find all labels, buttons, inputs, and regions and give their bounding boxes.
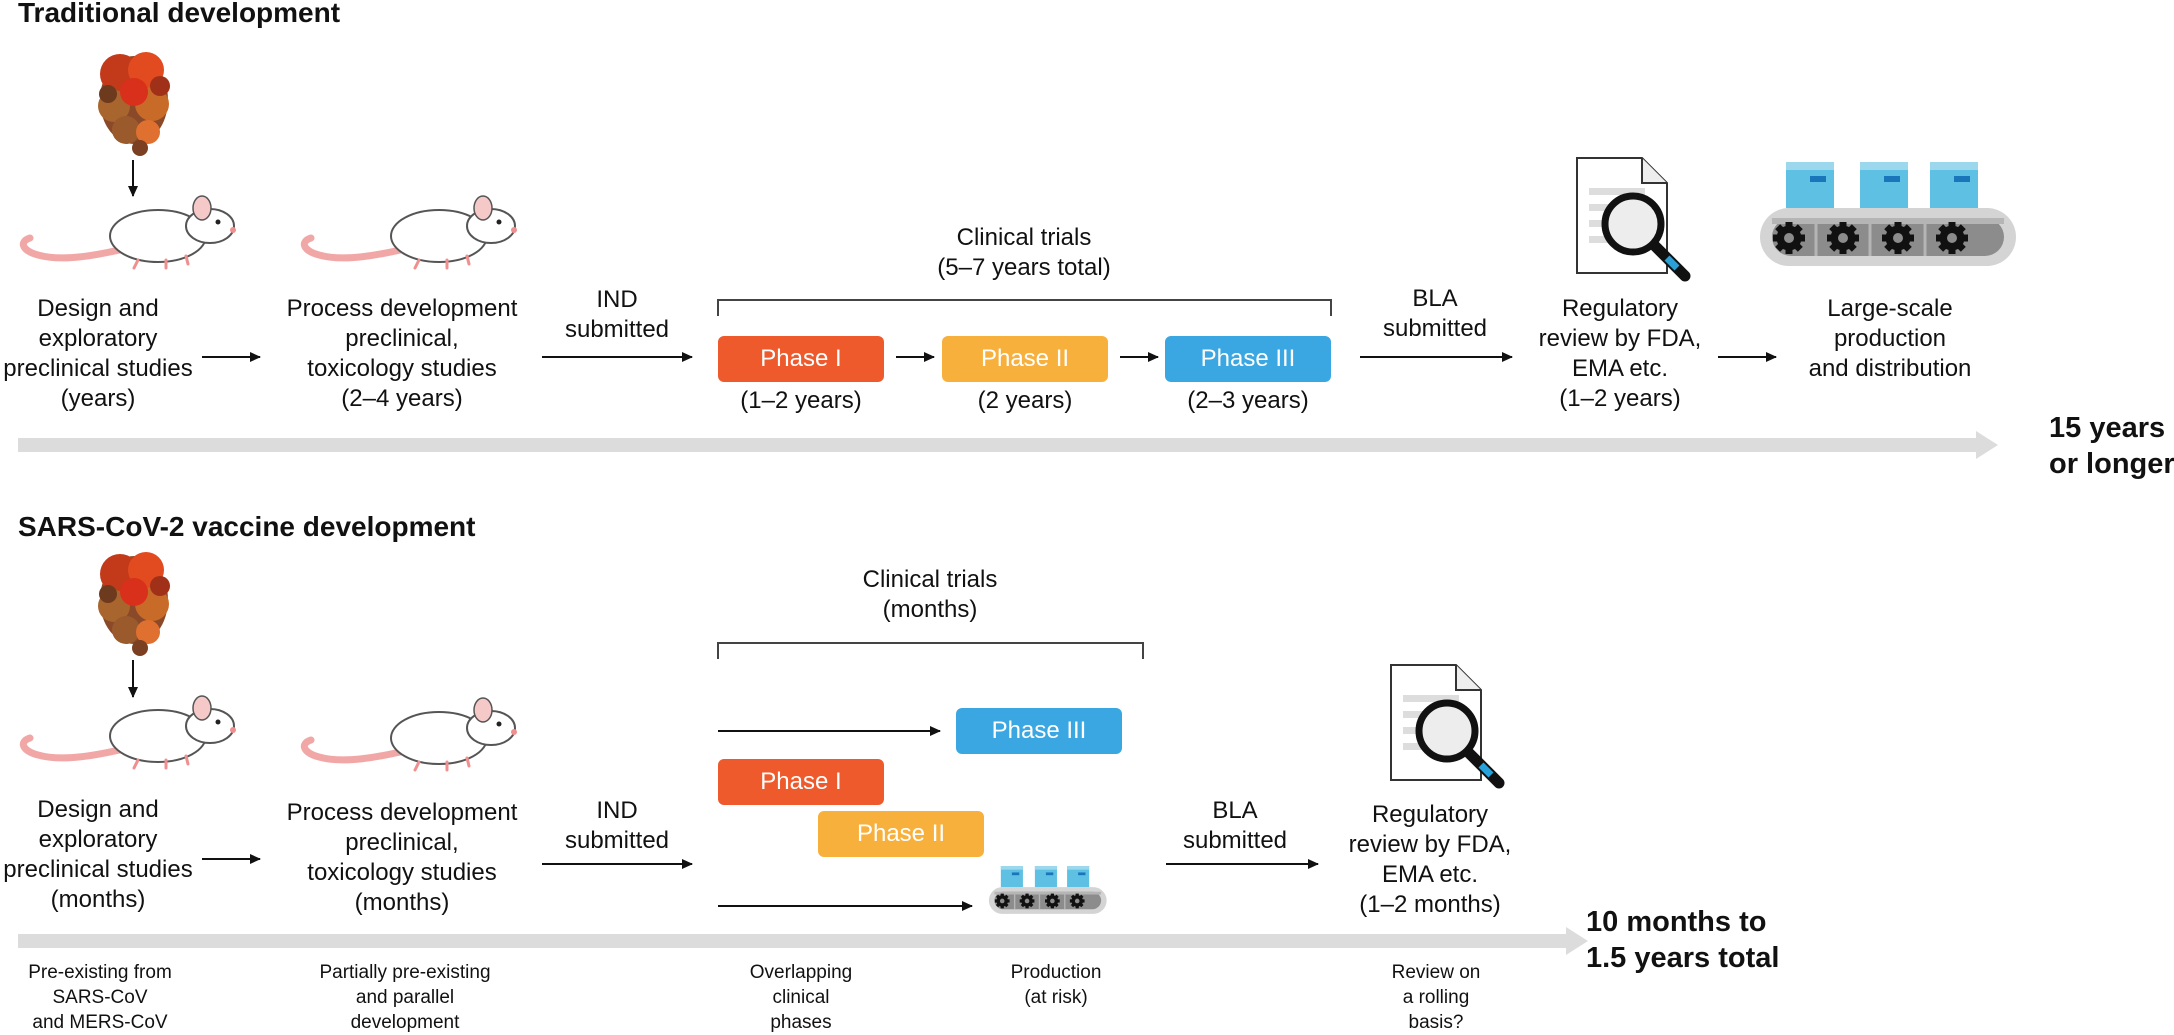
conveyor-belt-icon (989, 866, 1107, 914)
ind-label: IND submitted (564, 797, 670, 854)
note-design: Pre-existing from SARS-CoV and MERS-CoV (28, 962, 172, 1033)
bla-label: BLA submitted (1382, 285, 1488, 342)
bla-label: BLA submitted (1182, 797, 1288, 854)
phase1-box: Phase I (718, 336, 884, 382)
production-label: Large-scale production and distribution (1808, 295, 1972, 382)
traditional-timeline-bar (18, 431, 1998, 459)
design-label: Design and exploratory preclinical studi… (3, 295, 193, 412)
phase1-label: Phase I (760, 345, 842, 372)
document-magnifier-icon (1577, 158, 1685, 276)
traditional-total-label: 15 years or longer (2049, 412, 2174, 480)
mouse-icon (304, 196, 517, 268)
clinical-trials-bracket (717, 642, 1144, 659)
process-label: Process development preclinical, toxicol… (286, 799, 518, 916)
phase3-duration: (2–3 years) (1187, 387, 1309, 414)
sars-total-label: 10 months to 1.5 years total (1586, 906, 1780, 974)
phase1-duration: (1–2 years) (740, 387, 862, 414)
phase2-duration: (2 years) (977, 387, 1073, 414)
phase3-box: Phase III (956, 708, 1122, 754)
clinical-trials-label: Clinical trials (months) (862, 566, 998, 623)
process-label: Process development preclinical, toxicol… (286, 295, 518, 412)
sars-timeline-bar (18, 927, 1588, 955)
phase3-label: Phase III (991, 717, 1087, 744)
note-process: Partially pre-existing and parallel deve… (319, 962, 491, 1033)
phase2-label: Phase II (856, 820, 946, 847)
document-magnifier-icon (1391, 665, 1499, 783)
note-production: Production (at risk) (1010, 962, 1102, 1008)
review-label: Regulatory review by FDA, EMA etc. (1–2 … (1348, 801, 1512, 918)
note-review: Review on a rolling basis? (1391, 962, 1481, 1033)
phase2-label: Phase II (980, 345, 1070, 372)
mouse-icon (23, 196, 236, 268)
phase2-box: Phase II (818, 811, 984, 857)
mouse-icon (304, 698, 517, 770)
clinical-trials-label: Clinical trials (5–7 years total) (937, 224, 1111, 281)
phase1-box: Phase I (718, 759, 884, 805)
phase3-label: Phase III (1200, 345, 1296, 372)
traditional-section-title: Traditional development (18, 0, 341, 28)
spike-protein-icon (98, 52, 170, 156)
clinical-trials-bracket (717, 299, 1332, 316)
conveyor-belt-icon (1760, 162, 2016, 266)
sars-section-title: SARS-CoV-2 vaccine development (18, 511, 476, 542)
note-clinical: Overlapping clinical phases (749, 962, 853, 1033)
phase2-box: Phase II (942, 336, 1108, 382)
spike-protein-icon (98, 552, 170, 656)
mouse-icon (23, 696, 236, 768)
phase1-label: Phase I (760, 768, 842, 795)
review-label: Regulatory review by FDA, EMA etc. (1–2 … (1538, 295, 1702, 412)
ind-label: IND submitted (564, 286, 670, 343)
phase3-box: Phase III (1165, 336, 1331, 382)
design-label: Design and exploratory preclinical studi… (3, 796, 193, 913)
